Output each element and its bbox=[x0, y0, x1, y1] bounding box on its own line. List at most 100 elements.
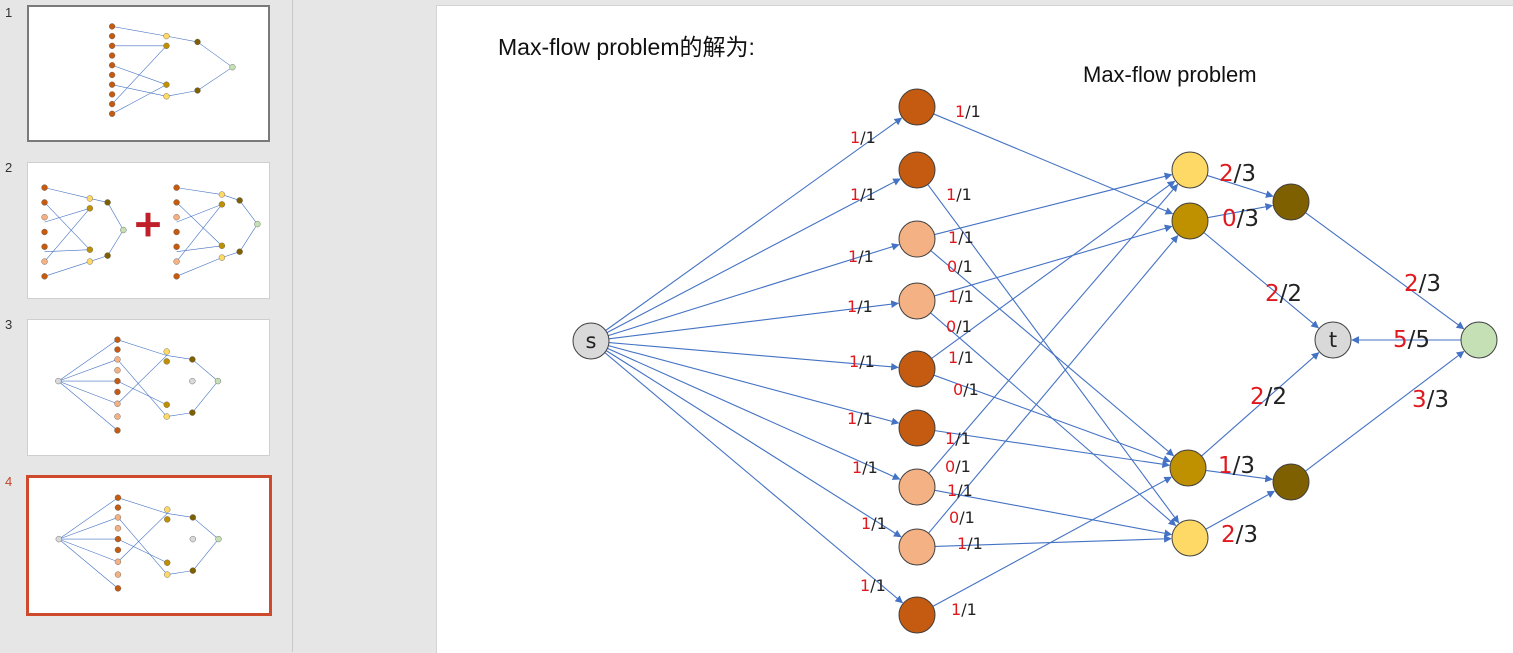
flow-value: 2 bbox=[1404, 271, 1419, 297]
node-o1[interactable] bbox=[1272, 183, 1310, 221]
edge-m3-t[interactable] bbox=[1201, 352, 1320, 457]
capacity-value: /5 bbox=[1408, 327, 1430, 353]
slide-number-4: 4 bbox=[5, 474, 13, 489]
edge-l8-m4[interactable] bbox=[934, 535, 1172, 547]
capacity-value: /1 bbox=[961, 600, 977, 619]
edge-s-l1[interactable] bbox=[605, 117, 903, 331]
flow-label: 0/1 bbox=[953, 380, 979, 399]
capacity-value: /3 bbox=[1419, 271, 1441, 297]
flow-label: 2/3 bbox=[1221, 522, 1258, 548]
edge-s-l3[interactable] bbox=[608, 243, 900, 337]
edge-l1-m2[interactable] bbox=[933, 113, 1174, 215]
edge-l3-m1[interactable] bbox=[934, 172, 1173, 236]
edge-l5-m1[interactable] bbox=[931, 180, 1176, 359]
diagram-title[interactable]: Max-flow problem bbox=[1083, 62, 1257, 87]
flow-value: 1 bbox=[847, 409, 857, 428]
flow-value: 0 bbox=[949, 508, 959, 527]
flow-label: 1/1 bbox=[848, 247, 874, 266]
edge-l8-m2[interactable] bbox=[928, 234, 1179, 534]
flow-value: 1 bbox=[955, 102, 965, 121]
capacity-value: /1 bbox=[965, 102, 981, 121]
slide-thumbnail-2[interactable] bbox=[27, 162, 270, 299]
node-s[interactable] bbox=[572, 322, 610, 360]
node-l3[interactable] bbox=[898, 220, 936, 258]
node-t[interactable] bbox=[1314, 321, 1352, 359]
slide-thumbnail-pane: 1 2 bbox=[0, 0, 293, 652]
capacity-value: /1 bbox=[958, 287, 974, 306]
node-m2[interactable] bbox=[1171, 202, 1209, 240]
edge-m3-o2[interactable] bbox=[1205, 469, 1273, 483]
flow-value: 1 bbox=[946, 185, 956, 204]
capacity-value: /1 bbox=[956, 185, 972, 204]
capacity-value: /1 bbox=[858, 247, 874, 266]
edge-l7-m1[interactable] bbox=[928, 183, 1179, 474]
flow-label: 0/1 bbox=[946, 317, 972, 336]
edge-l5-m3[interactable] bbox=[933, 374, 1171, 463]
edge-l9-m3[interactable] bbox=[932, 476, 1172, 607]
flow-value: 1 bbox=[847, 297, 857, 316]
flow-value: 1 bbox=[947, 481, 957, 500]
node-m1[interactable] bbox=[1171, 151, 1209, 189]
node-m4[interactable] bbox=[1171, 519, 1209, 557]
edge-s-l5[interactable] bbox=[608, 341, 899, 371]
flow-value: 2 bbox=[1265, 281, 1280, 307]
edge-m2-o1[interactable] bbox=[1207, 203, 1274, 219]
edge-s-l7[interactable] bbox=[607, 347, 901, 480]
node-l5[interactable] bbox=[898, 350, 936, 388]
capacity-value: /1 bbox=[958, 228, 974, 247]
slide-title[interactable]: Max-flow problem的解为: bbox=[498, 34, 755, 60]
flow-label: 1/1 bbox=[850, 185, 876, 204]
edge-s-l9[interactable] bbox=[604, 352, 904, 604]
capacity-value: /1 bbox=[955, 429, 971, 448]
flow-value: 1 bbox=[945, 429, 955, 448]
capacity-value: /1 bbox=[955, 457, 971, 476]
edge-l6-m3[interactable] bbox=[934, 430, 1170, 469]
flow-label: 1/1 bbox=[955, 102, 981, 121]
edge-s-l6[interactable] bbox=[608, 345, 900, 426]
node-l4[interactable] bbox=[898, 282, 936, 320]
capacity-value: /3 bbox=[1427, 387, 1449, 413]
edge-m2-t[interactable] bbox=[1203, 232, 1319, 329]
node-l6[interactable] bbox=[898, 409, 936, 447]
node-m3[interactable] bbox=[1169, 449, 1207, 487]
thumbnail-3-preview bbox=[55, 336, 222, 434]
slide-thumbnail-1[interactable] bbox=[27, 5, 270, 142]
flow-value: 0 bbox=[1222, 206, 1237, 232]
flow-label: 1/1 bbox=[951, 600, 977, 619]
node-l2[interactable] bbox=[898, 151, 936, 189]
flow-label: 3/3 bbox=[1412, 387, 1449, 413]
flow-value: 2 bbox=[1219, 161, 1234, 187]
flow-label: 1/1 bbox=[948, 348, 974, 367]
edge-l7-m4[interactable] bbox=[934, 489, 1173, 538]
edge-s-l8[interactable] bbox=[605, 350, 902, 538]
node-l9[interactable] bbox=[898, 596, 936, 634]
edge-m1-o1[interactable] bbox=[1206, 174, 1274, 198]
node-label-t: t bbox=[1329, 328, 1337, 352]
edge-o2-g[interactable] bbox=[1305, 350, 1465, 472]
flow-value: 3 bbox=[1412, 387, 1427, 413]
node-g[interactable] bbox=[1460, 321, 1498, 359]
flow-label: 1/1 bbox=[849, 352, 875, 371]
node-o2[interactable] bbox=[1272, 463, 1310, 501]
edge-m4-o2[interactable] bbox=[1205, 490, 1276, 530]
slide-thumbnail-4[interactable] bbox=[26, 475, 272, 616]
capacity-value: /3 bbox=[1234, 161, 1256, 187]
flow-value: 1 bbox=[957, 534, 967, 553]
flow-value: 5 bbox=[1393, 327, 1408, 353]
flow-label: 2/3 bbox=[1404, 271, 1441, 297]
node-l8[interactable] bbox=[898, 528, 936, 566]
capacity-value: /1 bbox=[957, 481, 973, 500]
edge-s-l2[interactable] bbox=[606, 178, 901, 334]
edge-o1-g[interactable] bbox=[1305, 212, 1465, 330]
slide-thumbnail-3[interactable] bbox=[27, 319, 270, 456]
flow-value: 1 bbox=[948, 287, 958, 306]
flow-label: 1/1 bbox=[946, 185, 972, 204]
node-l1[interactable] bbox=[898, 88, 936, 126]
flow-label: 0/1 bbox=[945, 457, 971, 476]
capacity-value: /1 bbox=[871, 514, 887, 533]
capacity-value: /1 bbox=[959, 508, 975, 527]
edge-s-l4[interactable] bbox=[608, 300, 899, 340]
flow-label: 2/3 bbox=[1219, 161, 1256, 187]
node-l7[interactable] bbox=[898, 468, 936, 506]
